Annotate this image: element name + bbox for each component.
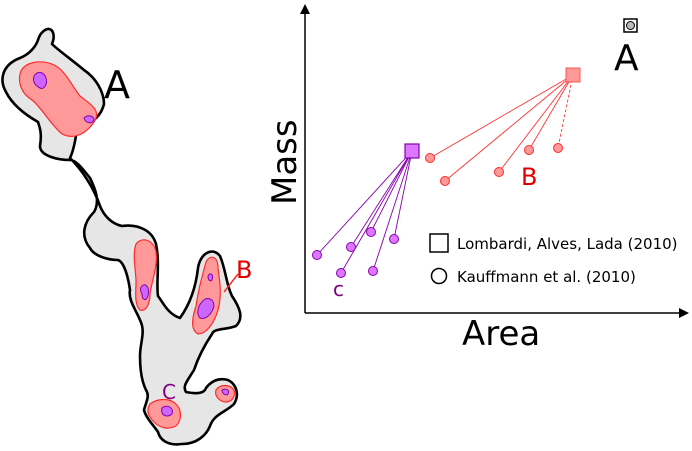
y-axis-label: Mass: [265, 119, 305, 205]
point-b-circle: [494, 167, 504, 177]
point-label-a: A: [614, 38, 639, 79]
point-label-c: c: [333, 277, 344, 301]
core-small: [221, 388, 229, 396]
point-c-square: [404, 143, 420, 159]
legend-circle-icon: [430, 267, 448, 285]
map-label-a: A: [104, 63, 130, 107]
legend-square-label: Lombardi, Alves, Lada (2010): [457, 235, 678, 253]
point-c-circle: [312, 250, 322, 260]
x-axis-label: Area: [462, 314, 540, 354]
point-c-circle: [366, 227, 376, 237]
connectors-c: [316, 150, 413, 274]
legend: Lombardi, Alves, Lada (2010) Kauffmann e…: [429, 233, 678, 286]
point-b-circle: [553, 143, 563, 153]
point-c-circle: [368, 266, 378, 276]
point-c-circle: [346, 242, 356, 252]
point-c-circle: [389, 234, 399, 244]
clump-mid: [133, 239, 157, 311]
core-b: [197, 298, 215, 319]
core-mid: [140, 284, 149, 301]
legend-square-icon: [429, 233, 449, 253]
core-a2: [83, 115, 95, 124]
core-c: [161, 405, 173, 417]
connectors-b: [429, 74, 574, 182]
point-label-b: B: [521, 163, 537, 191]
point-b-circle: [440, 176, 450, 186]
point-b-square: [565, 67, 581, 83]
point-b-circle: [425, 153, 435, 163]
core-a1: [33, 71, 47, 89]
point-b-circle: [524, 145, 534, 155]
mass-area-plot: Area Mass A B: [265, 4, 689, 354]
point-a-circle: [626, 21, 635, 30]
map-label-c: C: [162, 380, 176, 404]
cloud-map: A B C: [1, 27, 252, 446]
legend-circle-label: Kauffmann et al. (2010): [457, 268, 636, 286]
map-label-b: B: [236, 256, 252, 284]
core-b2: [207, 273, 213, 282]
clump-b-pointer: [223, 273, 239, 293]
point-c-circle: [336, 268, 346, 278]
